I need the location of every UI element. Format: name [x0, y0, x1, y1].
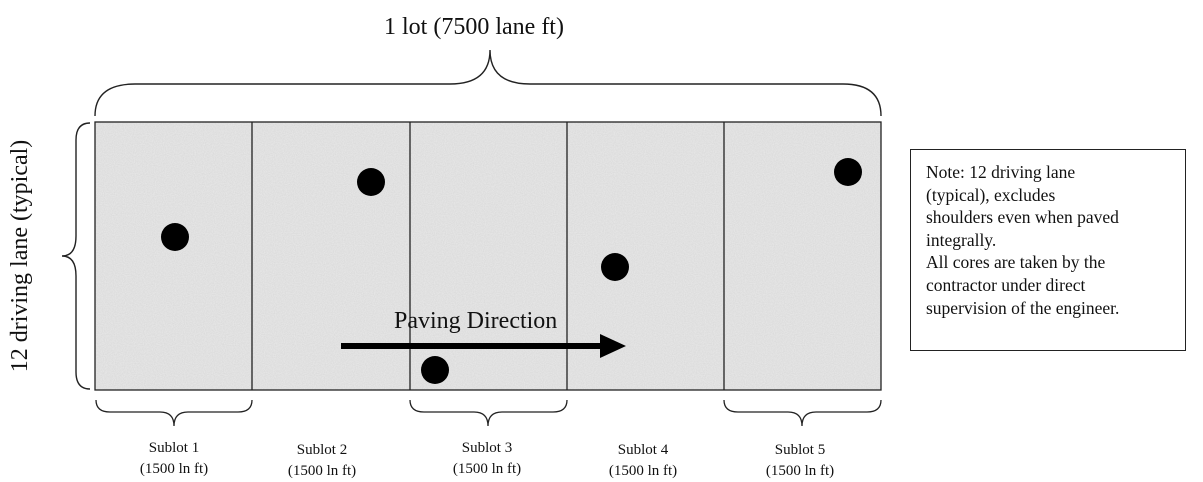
sublot-brace	[409, 399, 568, 427]
sublot-length: (1500 ln ft)	[453, 461, 521, 477]
sublot-brace	[723, 399, 882, 427]
note-line: Note: 12 driving lane	[926, 162, 1076, 182]
core-sample-marker	[161, 223, 189, 251]
lot-title: 1 lot (7500 lane ft)	[384, 14, 564, 40]
lane-width-brace	[61, 122, 91, 390]
pavement-texture	[95, 122, 881, 390]
sublot-name: Sublot 2	[297, 442, 347, 458]
note-line: integrally.	[926, 229, 997, 250]
note-line: contractor under direct	[926, 274, 1086, 295]
sublot-name: Sublot 1	[149, 440, 199, 456]
sublot-name: Sublot 5	[775, 442, 825, 458]
pavement-outline	[94, 121, 882, 391]
lot-brace	[94, 49, 882, 117]
note-line: supervision of the engineer.	[926, 297, 1120, 318]
sublot-length: (1500 ln ft)	[766, 463, 834, 479]
core-sample-marker	[357, 168, 385, 196]
sublot-brace	[95, 399, 253, 427]
core-sample-marker	[421, 356, 449, 384]
paving-direction-label: Paving Direction	[394, 308, 557, 334]
sublot-name: Sublot 3	[462, 440, 512, 456]
core-sample-marker	[834, 158, 862, 186]
sublot-name: Sublot 4	[618, 442, 669, 458]
pavement-strip	[94, 121, 882, 391]
note-line: (typical), excludes	[926, 184, 1056, 205]
note-box: Note: 12 driving lane (typical), exclude…	[910, 149, 1186, 351]
note-line: All cores are taken by the	[926, 252, 1106, 273]
sublot-length: (1500 ln ft)	[609, 463, 677, 479]
sublot-length: (1500 ln ft)	[288, 463, 356, 479]
note-line: shoulders even when paved	[926, 207, 1119, 228]
core-sample-marker	[601, 253, 629, 281]
lane-width-label: 12 driving lane (typical)	[7, 140, 33, 373]
sublot-length: (1500 ln ft)	[140, 461, 208, 477]
paving-direction-arrowhead	[600, 334, 626, 358]
